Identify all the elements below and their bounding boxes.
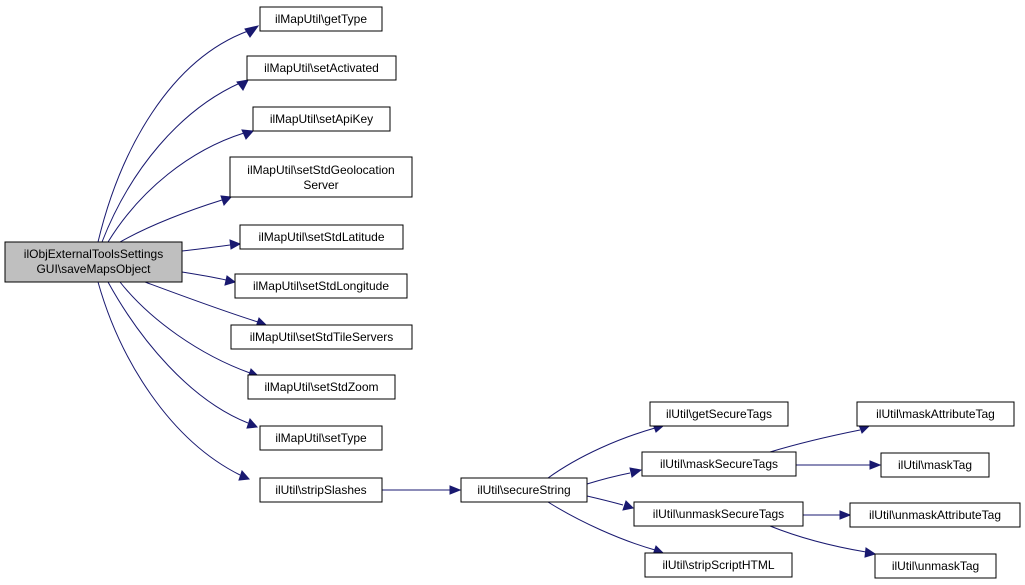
node-setStdLatitude[interactable]: ilMapUtil\setStdLatitude [239, 224, 404, 250]
edge-root-to-setStdLongitude [181, 271, 237, 286]
edge-arrowhead [629, 467, 643, 478]
node-setStdZoom-label: ilMapUtil\setStdZoom [264, 380, 378, 394]
edge-line [547, 501, 656, 551]
edge-line [144, 281, 259, 323]
node-unmaskSecureTags[interactable]: ilUtil\unmaskSecureTags [633, 501, 804, 527]
node-unmaskAttributeTag-label: ilUtil\unmaskAttributeTag [869, 508, 1001, 522]
node-root-line-2: GUI\saveMapsObject [36, 262, 151, 276]
edge-arrowhead [622, 500, 635, 511]
edge-root-to-stripSlashes [97, 281, 251, 481]
node-root[interactable]: ilObjExternalToolsSettings GUI\saveMapsO… [4, 241, 183, 283]
node-setActivated-label: ilMapUtil\setActivated [264, 61, 379, 75]
edge-line [101, 82, 241, 243]
edge-line [547, 427, 656, 479]
node-getType[interactable]: ilMapUtil\getType [259, 6, 383, 32]
node-unmaskSecureTags-label: ilUtil\unmaskSecureTags [653, 507, 784, 521]
edge-line [97, 281, 241, 476]
edge-secureString-to-maskSecureTags [586, 467, 643, 485]
node-setStdTileServers[interactable]: ilMapUtil\setStdTileServers [230, 324, 413, 350]
edge-arrowhead [244, 25, 260, 38]
node-maskSecureTags[interactable]: ilUtil\maskSecureTags [641, 451, 797, 477]
node-getSecureTags-label: ilUtil\getSecureTags [666, 407, 772, 421]
node-setStdLatitude-label: ilMapUtil\setStdLatitude [258, 230, 384, 244]
node-unmaskTag[interactable]: ilUtil\unmaskTag [874, 553, 997, 579]
node-stripScriptHTML-label: ilUtil\stripScriptHTML [662, 558, 774, 572]
node-setStdLongitude-label: ilMapUtil\setStdLongitude [253, 279, 389, 293]
node-unmaskAttributeTag[interactable]: ilUtil\unmaskAttributeTag [849, 502, 1021, 528]
node-root-line-1: ilObjExternalToolsSettings [24, 247, 163, 261]
node-setStdGeolocationServer[interactable]: ilMapUtil\setStdGeolocation Server [229, 156, 413, 198]
call-edges [97, 25, 882, 558]
edge-line [97, 30, 249, 243]
edge-arrowhead [220, 195, 233, 206]
node-setStdZoom[interactable]: ilMapUtil\setStdZoom [247, 374, 396, 400]
edge-line [586, 495, 624, 506]
node-getType-label: ilMapUtil\getType [275, 12, 367, 26]
edge-line [119, 281, 251, 374]
node-maskAttributeTag[interactable]: ilUtil\maskAttributeTag [856, 401, 1015, 427]
edge-line [181, 271, 227, 281]
edge-arrowhead [869, 460, 882, 470]
edge-secureString-to-unmaskSecureTags [586, 495, 635, 511]
node-setType[interactable]: ilMapUtil\setType [259, 425, 383, 451]
edge-arrowhead [224, 275, 237, 286]
node-setApiKey[interactable]: ilMapUtil\setApiKey [252, 106, 391, 132]
edge-root-to-getType [97, 25, 260, 243]
edge-root-to-setStdLatitude [181, 239, 242, 252]
node-getSecureTags[interactable]: ilUtil\getSecureTags [649, 401, 789, 427]
edge-arrowhead [839, 510, 852, 520]
node-setStdGeolocationServer-line-2: Server [303, 178, 338, 192]
node-unmaskTag-label: ilUtil\unmaskTag [892, 559, 979, 573]
edge-root-to-setStdGeolocationServer [119, 195, 233, 243]
edge-root-to-setType [107, 281, 259, 429]
node-maskAttributeTag-label: ilUtil\maskAttributeTag [876, 407, 995, 421]
edge-arrowhead [241, 129, 255, 140]
edge-arrowhead [238, 470, 251, 481]
edge-line [107, 132, 245, 243]
edge-line [107, 281, 249, 424]
node-setApiKey-label: ilMapUtil\setApiKey [270, 112, 373, 126]
edge-maskSecureTags-to-maskAttributeTag [769, 424, 871, 453]
node-setStdGeolocationServer-line-1: ilMapUtil\setStdGeolocation [247, 163, 394, 177]
edge-line [586, 472, 631, 485]
node-maskTag[interactable]: ilUtil\maskTag [880, 452, 990, 478]
edge-arrowhead [236, 79, 249, 91]
node-stripSlashes[interactable]: ilUtil\stripSlashes [259, 477, 383, 503]
edge-line [119, 199, 223, 243]
edge-maskSecureTags-to-maskTag [796, 460, 882, 470]
node-secureString[interactable]: ilUtil\secureString [460, 477, 588, 503]
node-setType-label: ilMapUtil\setType [275, 431, 367, 445]
edge-arrowhead [246, 418, 259, 429]
edge-line [769, 525, 867, 553]
node-secureString-label: ilUtil\secureString [477, 483, 570, 497]
edge-root-to-setActivated [101, 79, 249, 243]
node-setActivated[interactable]: ilMapUtil\setActivated [246, 55, 397, 81]
node-maskTag-label: ilUtil\maskTag [898, 458, 972, 472]
edge-arrowhead [449, 485, 462, 495]
edge-line [769, 429, 861, 453]
edge-arrowhead [229, 239, 242, 250]
node-setStdLongitude[interactable]: ilMapUtil\setStdLongitude [234, 273, 408, 299]
node-setStdTileServers-label: ilMapUtil\setStdTileServers [250, 330, 394, 344]
edge-root-to-setApiKey [107, 129, 255, 243]
edge-line [181, 244, 231, 252]
node-stripSlashes-label: ilUtil\stripSlashes [275, 483, 366, 497]
edge-unmaskSecureTags-to-unmaskAttributeTag [803, 510, 852, 520]
node-stripScriptHTML[interactable]: ilUtil\stripScriptHTML [644, 552, 793, 578]
node-maskSecureTags-label: ilUtil\maskSecureTags [660, 457, 778, 471]
edge-unmaskSecureTags-to-unmaskTag [769, 525, 877, 558]
edge-stripSlashes-to-secureString [382, 485, 462, 495]
edge-arrowhead [864, 547, 877, 558]
